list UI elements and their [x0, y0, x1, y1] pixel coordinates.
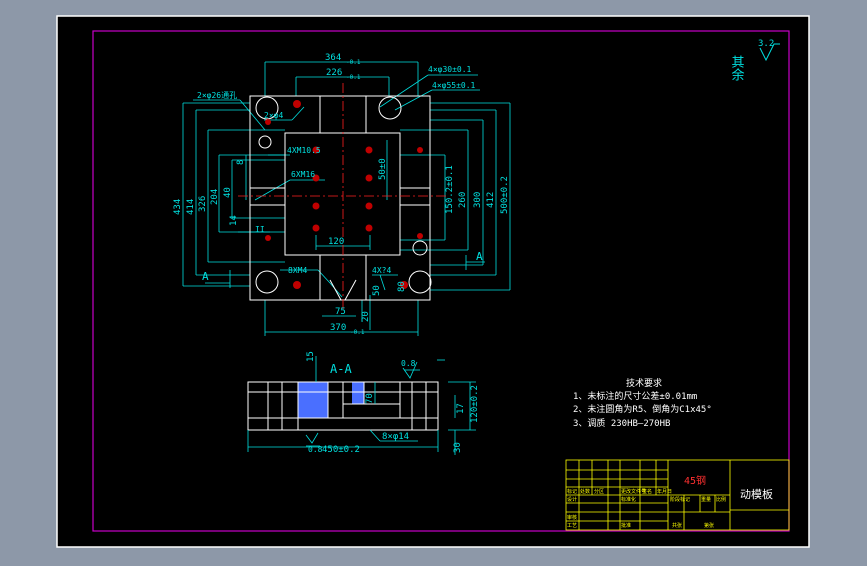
tb-cell: 工艺 — [567, 523, 577, 529]
dim-120-section: 120±0.2 — [470, 385, 480, 423]
dim-226-tol: -0.1 — [346, 74, 361, 81]
section-marker-A-right: A — [476, 250, 483, 263]
tb-cell: 比例 — [716, 496, 726, 503]
surface-finish-value: 3.2 — [758, 39, 774, 49]
section-labels: A-A 0.8 0.8 70 120±0.2 17 8×φ14 450±0.2 … — [306, 351, 480, 455]
dim-70: 70 — [365, 393, 375, 404]
label-4x4: 4X?4 — [372, 266, 391, 275]
notes-line-3: 3、调质 230HB—270HB — [573, 417, 670, 429]
dim-17: 17 — [456, 403, 466, 414]
section-title: A-A — [330, 362, 352, 376]
tb-cell: 第张 — [704, 522, 714, 529]
dim-14: 14 — [229, 215, 239, 226]
dim-370: 370 — [330, 323, 346, 333]
dim-30: 30 — [453, 442, 463, 453]
tb-cell: 签名 — [642, 488, 652, 495]
dim-75: 75 — [335, 307, 346, 317]
dim-412: 412 — [486, 192, 496, 208]
dim-150: 150.2±0.1 — [445, 165, 455, 214]
dim-15: 15 — [306, 351, 316, 362]
top-view-dimension-lines — [182, 61, 511, 336]
label-2x26: 2×φ26通孔 — [197, 90, 237, 100]
section-dimension-lines — [247, 356, 476, 455]
label-2x4: 2×φ4 — [264, 111, 283, 120]
dim-300: 300 — [473, 192, 483, 208]
dim-204: 204 — [210, 189, 220, 205]
tb-cell: 更改文件号 — [621, 488, 646, 495]
dim-226: 226 — [326, 68, 342, 78]
dim-II: II — [255, 225, 265, 234]
tb-cell: 分区 — [594, 488, 604, 495]
dim-8x14: 8×φ14 — [382, 432, 409, 442]
top-view-labels: 364 -0.1 226 -0.1 4×φ30±0.1 4×φ55±0.1 2×… — [173, 53, 510, 336]
center-lines — [238, 83, 448, 310]
part-name: 动模板 — [740, 487, 773, 501]
label-4xm10: 4XM10.5 — [287, 146, 321, 155]
tb-cell: 标准化 — [621, 496, 636, 503]
label-4x55: 4×φ55±0.1 — [432, 81, 476, 90]
tb-cell: 重量 — [701, 496, 711, 503]
title-block-cells: 标记 处数 分区 更改文件号 签名 年月日 设计 标准化 阶段标记 重量 比例 … — [567, 488, 726, 529]
surface-finish-symbol: 3.2 其余 — [729, 39, 780, 81]
dim-80: 80 — [397, 281, 407, 292]
dim-50: 50±0 — [378, 158, 388, 180]
tb-cell: 批准 — [621, 522, 631, 529]
roughness-08-bottom: 0.8 — [308, 445, 323, 454]
tb-cell: 阶段标记 — [670, 496, 690, 503]
notes-title: 技术要求 — [626, 377, 662, 389]
surface-finish-label: 其余 — [729, 55, 745, 81]
dim-364: 364 — [325, 53, 341, 63]
dim-364-tol: -0.1 — [346, 59, 361, 66]
technical-notes: 技术要求 1、未标注的尺寸公差±0.01mm 2、未注圆角为R5、倒角为C1x4… — [573, 377, 712, 429]
tb-cell: 设计 — [567, 496, 577, 503]
dim-414: 414 — [186, 199, 196, 215]
paper-background — [56, 15, 810, 548]
dim-260: 260 — [458, 192, 468, 208]
dim-434: 434 — [173, 199, 183, 215]
roughness-08-top: 0.8 — [401, 359, 416, 368]
notes-line-2: 2、未注圆角为R5、倒角为C1x45° — [573, 403, 712, 415]
title-block-grid — [565, 459, 790, 531]
tb-cell: 审核 — [567, 514, 577, 521]
label-4x30: 4×φ30±0.1 — [428, 65, 472, 74]
top-view: 364 -0.1 226 -0.1 4×φ30±0.1 4×φ55±0.1 2×… — [173, 53, 511, 336]
dim-50b: 50 — [372, 285, 382, 296]
dim-8: 8 — [236, 160, 246, 165]
notes-line-1: 1、未标注的尺寸公差±0.01mm — [573, 390, 697, 402]
label-8xm4: 8XM4 — [288, 266, 307, 275]
dim-120: 120 — [328, 237, 344, 247]
dim-500: 500±0.2 — [500, 176, 510, 214]
drawing-frame — [92, 30, 790, 532]
tb-cell: 标记 — [567, 488, 577, 495]
section-hatching — [298, 382, 364, 418]
small-holes — [265, 100, 423, 289]
tb-cell: 处数 — [580, 488, 590, 495]
corner-guide-holes — [255, 96, 432, 294]
title-block: 45钢 动模板 标记 处数 分区 更改文件号 签名 年月日 设计 标准化 阶段标… — [565, 459, 790, 531]
material-label: 45钢 — [684, 474, 706, 487]
dim-20: 20 — [361, 311, 371, 322]
dim-370-tol: -0.1 — [350, 329, 365, 336]
dim-326: 326 — [198, 196, 208, 212]
tb-cell: 共张 — [672, 522, 682, 529]
dim-40: 40 — [223, 187, 233, 198]
section-view: A-A 0.8 0.8 70 120±0.2 17 8×φ14 450±0.2 … — [247, 351, 480, 455]
dim-450: 450±0.2 — [322, 445, 360, 455]
tb-cell: 年月日 — [657, 488, 672, 495]
section-marker-A-left: A — [202, 270, 209, 283]
label-6xm16: 6XM16 — [291, 170, 315, 179]
section-outline — [247, 381, 439, 431]
